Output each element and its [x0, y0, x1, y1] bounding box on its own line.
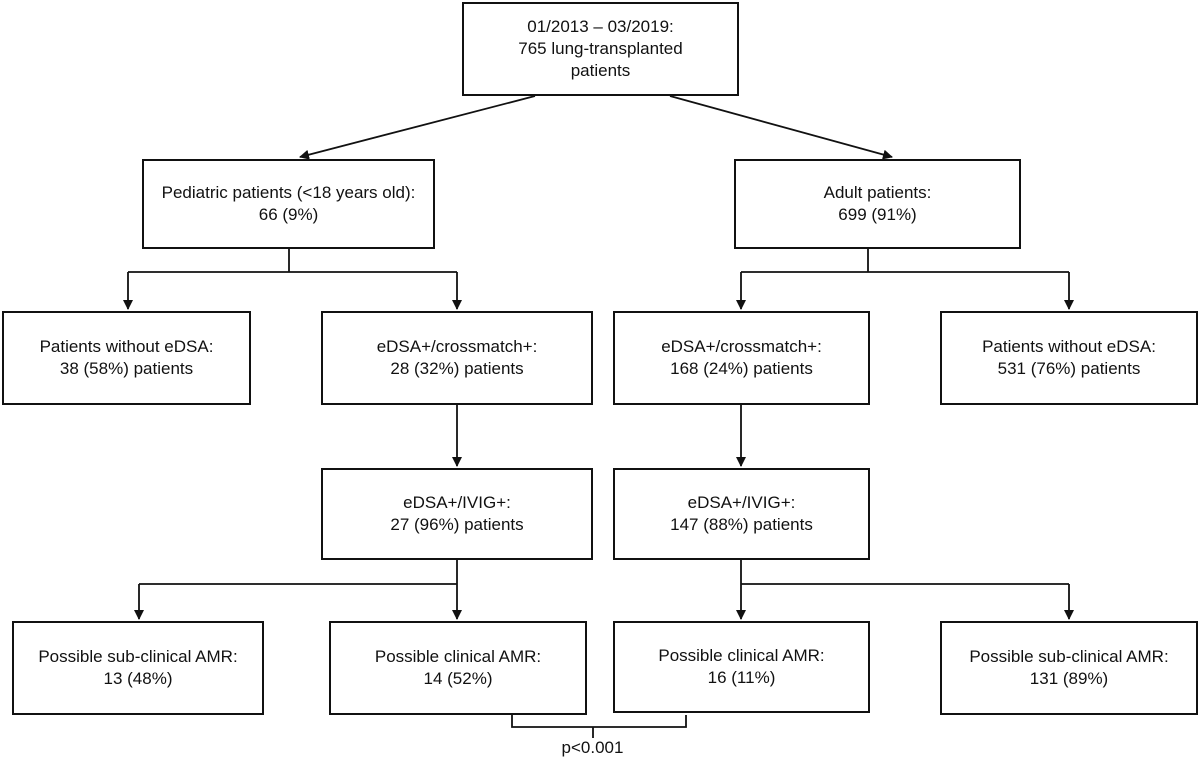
node-ped-no-edsa: Patients without eDSA: 38 (58%) patients — [2, 311, 251, 405]
node-adult: Adult patients: 699 (91%) — [734, 159, 1021, 249]
node-text-line: 13 (48%) — [103, 669, 173, 688]
node-pediatric: Pediatric patients (<18 years old): 66 (9… — [142, 159, 435, 249]
node-text-line: Possible sub-clinical AMR: — [969, 646, 1169, 666]
node-root: 01/2013 – 03/2019:765 lung-transplanted p… — [462, 2, 739, 96]
node-text-line: 531 (76%) patients — [997, 359, 1141, 378]
comparison-bracket — [511, 715, 687, 738]
node-text-line: 38 (58%) patients — [59, 359, 194, 378]
node-text-line: 168 (24%) patients — [670, 359, 813, 378]
node-text-line: patients — [570, 61, 631, 81]
node-text-line: Pediatric patients (<18 years old): — [161, 182, 416, 202]
node-ped-subclinical-amr: Possible sub-clinical AMR: 13 (48%) — [12, 621, 264, 715]
node-text-line: eDSA+/crossmatch+: — [661, 336, 822, 356]
node-ped-clinical-amr: Possible clinical AMR: 14 (52%) — [329, 621, 587, 715]
node-text-line: 27 (96%) patients — [390, 515, 524, 534]
node-text-line: Patients without eDSA: — [982, 336, 1156, 356]
node-adult-no-edsa: Patients without eDSA: 531 (76%) patients — [940, 311, 1198, 405]
node-text-line: 01/2013 – 03/2019: — [527, 16, 674, 36]
node-ped-edsa-crossmatch: eDSA+/crossmatch+: 28 (32%) patients — [321, 311, 593, 405]
node-adult-edsa-crossmatch: eDSA+/crossmatch+: 168 (24%) patients — [613, 311, 870, 405]
node-text-line: 66 (9%) — [258, 205, 319, 224]
node-text-line: 147 (88%) patients — [670, 515, 813, 534]
node-text-line: 765 lung-transplanted — [518, 38, 683, 58]
node-text-line: eDSA+/IVIG+: — [403, 492, 511, 512]
node-adult-edsa-ivig: eDSA+/IVIG+: 147 (88%) patients — [613, 468, 870, 560]
node-text-line: eDSA+/IVIG+: — [687, 492, 796, 512]
node-text-line: eDSA+/crossmatch+: — [376, 336, 538, 356]
node-text-line: Patients without eDSA: — [39, 336, 214, 356]
node-text-line: Possible clinical AMR: — [658, 645, 825, 665]
arrow-root-to-adult — [669, 95, 893, 160]
node-text-line: 28 (32%) patients — [390, 359, 524, 378]
node-text-line: 14 (52%) — [423, 669, 493, 688]
node-ped-edsa-ivig: eDSA+/IVIG+: 27 (96%) patients — [321, 468, 593, 560]
node-text-line: Adult patients: — [823, 182, 932, 202]
node-text-line: Possible clinical AMR: — [374, 646, 542, 666]
node-text-line: 16 (11%) — [707, 668, 776, 687]
node-text-line: 131 (89%) — [1029, 669, 1109, 688]
node-text-line: Possible sub-clinical AMR: — [38, 646, 238, 666]
node-adult-subclinical-amr: Possible sub-clinical AMR: 131 (89%) — [940, 621, 1198, 715]
arrow-root-to-pediatric — [299, 95, 536, 160]
p-value-label: p<0.001 — [561, 738, 624, 757]
node-adult-clinical-amr: Possible clinical AMR: 16 (11%) — [613, 621, 870, 713]
node-text-line: 699 (91%) — [838, 205, 917, 224]
